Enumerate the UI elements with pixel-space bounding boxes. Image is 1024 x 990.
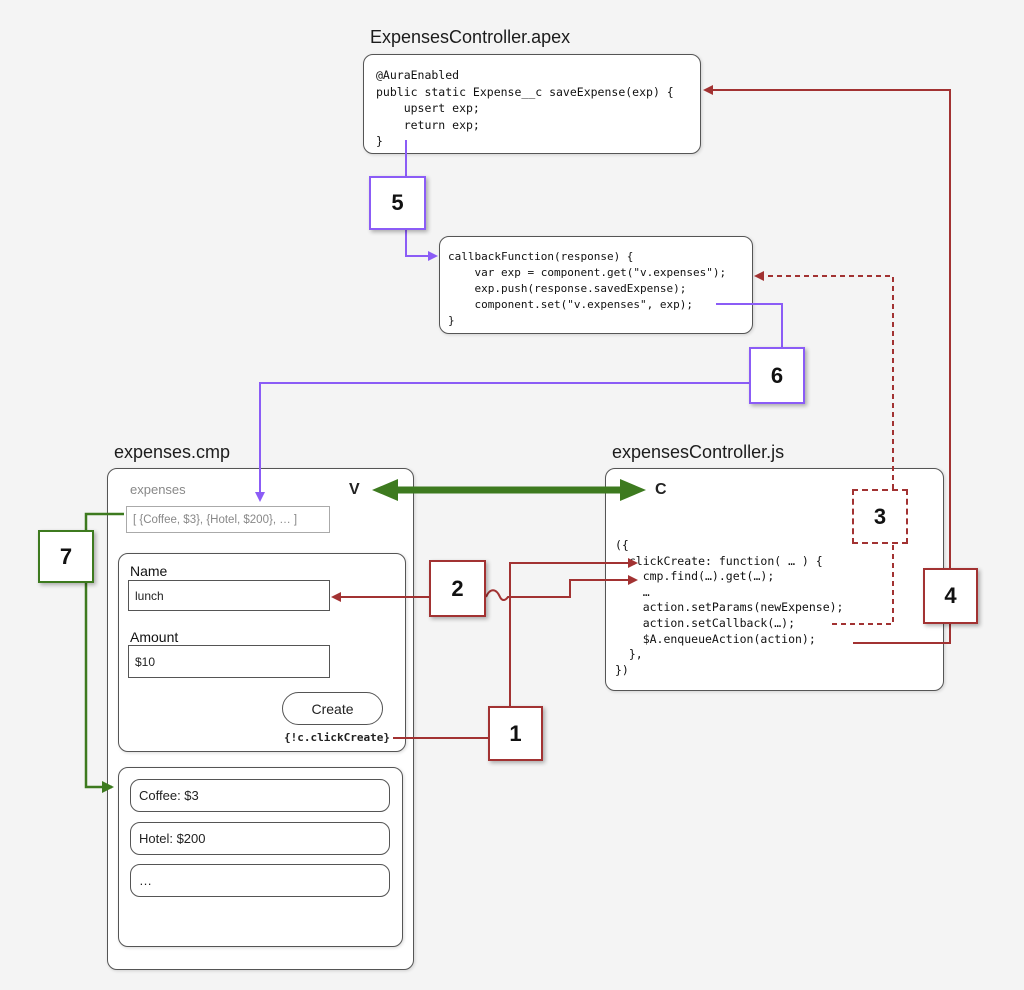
- amount-label: Amount: [130, 629, 179, 645]
- controller-label: C: [655, 481, 667, 498]
- code-line: }: [448, 314, 455, 327]
- name-label: Name: [130, 563, 168, 579]
- code-line: …: [615, 584, 650, 599]
- step-5-badge: 5: [369, 176, 426, 230]
- list-item: …: [130, 864, 390, 897]
- step-1-badge: 1: [488, 706, 543, 761]
- callback-code: callbackFunction(response) { var exp = c…: [448, 249, 726, 329]
- code-line: },: [615, 647, 643, 662]
- click-binding-label: {!c.clickCreate}: [284, 731, 390, 744]
- step-3-badge: 3: [852, 489, 908, 544]
- list-item: Hotel: $200: [130, 822, 390, 855]
- step-7-badge: 7: [38, 530, 94, 583]
- js-code: ({ clickCreate: function( … ) { cmp.find…: [615, 538, 843, 678]
- code-line: action.setCallback(…);: [615, 615, 796, 630]
- code-line: ({: [615, 538, 629, 552]
- code-line: action.setParams(newExpense);: [615, 600, 844, 615]
- view-label: V: [349, 481, 360, 498]
- code-line: component.set("v.expenses", exp);: [448, 298, 694, 311]
- code-line: cmp.find(…).get(…);: [615, 569, 775, 584]
- code-line: @AuraEnabled: [376, 68, 460, 82]
- cmp-title: expenses.cmp: [114, 442, 231, 462]
- code-line: }: [376, 134, 383, 148]
- code-line: upsert exp;: [376, 101, 480, 115]
- code-line: public static Expense__c saveExpense(exp…: [376, 84, 674, 99]
- step-6-badge: 6: [749, 347, 805, 404]
- code-line: $A.enqueueAction(action);: [615, 631, 816, 646]
- apex-code: @AuraEnabled public static Expense__c sa…: [376, 67, 674, 150]
- code-line: var exp = component.get("v.expenses");: [448, 266, 727, 279]
- expenses-attr-label: expenses: [130, 482, 186, 497]
- code-line: return exp;: [376, 117, 480, 132]
- name-input[interactable]: lunch: [128, 580, 330, 611]
- code-line: callbackFunction(response) {: [448, 250, 634, 263]
- code-line: clickCreate: function( … ) {: [615, 553, 823, 568]
- apex-title: ExpensesController.apex: [370, 27, 571, 47]
- step-2-badge: 2: [429, 560, 486, 617]
- step-4-badge: 4: [923, 568, 978, 624]
- code-line: }): [615, 662, 629, 677]
- callback-code-box: callbackFunction(response) { var exp = c…: [439, 236, 753, 334]
- js-title: expensesController.js: [612, 442, 785, 462]
- code-line: exp.push(response.savedExpense);: [448, 282, 687, 295]
- list-item: Coffee: $3: [130, 779, 390, 812]
- expenses-attr-value: [ {Coffee, $3}, {Hotel, $200}, … ]: [126, 506, 330, 533]
- create-button[interactable]: Create: [282, 692, 383, 725]
- apex-code-box: @AuraEnabled public static Expense__c sa…: [363, 54, 701, 154]
- step5-arrow: [405, 230, 438, 261]
- amount-input[interactable]: $10: [128, 645, 330, 678]
